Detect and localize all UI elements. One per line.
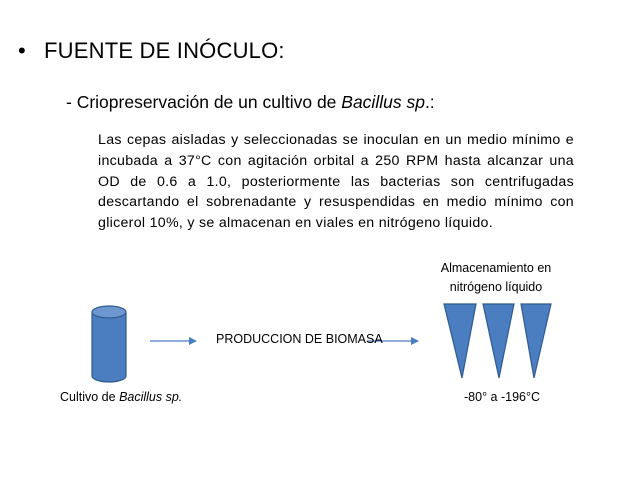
subheading-suffix: .: (424, 92, 435, 112)
cryovial-icon-2 (482, 303, 515, 379)
process-label: PRODUCCION DE BIOMASA (216, 332, 383, 346)
temperature-label: -80° a -196°C (464, 390, 541, 404)
culture-cylinder-icon (91, 305, 127, 383)
subheading-prefix: - Criopreservación de un cultivo de (66, 92, 342, 112)
main-bullet: • FUENTE DE INÓCULO: (18, 38, 285, 64)
culture-label: Cultivo de Bacillus sp. (60, 390, 182, 404)
storage-label: Almacenamiento en nitrógeno líquido (424, 259, 568, 297)
cryovial-icon-1 (443, 303, 477, 379)
culture-label-prefix: Cultivo de (60, 390, 120, 404)
bullet-symbol: • (18, 38, 26, 63)
cryovial-icons (443, 303, 552, 379)
slide-heading: FUENTE DE INÓCULO: (44, 38, 285, 63)
subheading-species: Bacillus sp (341, 92, 425, 112)
cryovial-icon-3 (520, 303, 552, 379)
subheading: - Criopreservación de un cultivo de Baci… (66, 92, 435, 113)
storage-label-line2: nitrógeno líquido (449, 280, 543, 294)
description-paragraph: Las cepas aisladas y seleccionadas se in… (98, 132, 574, 232)
storage-label-line1: Almacenamiento en (440, 261, 552, 275)
culture-label-species: Bacillus sp. (119, 390, 183, 404)
